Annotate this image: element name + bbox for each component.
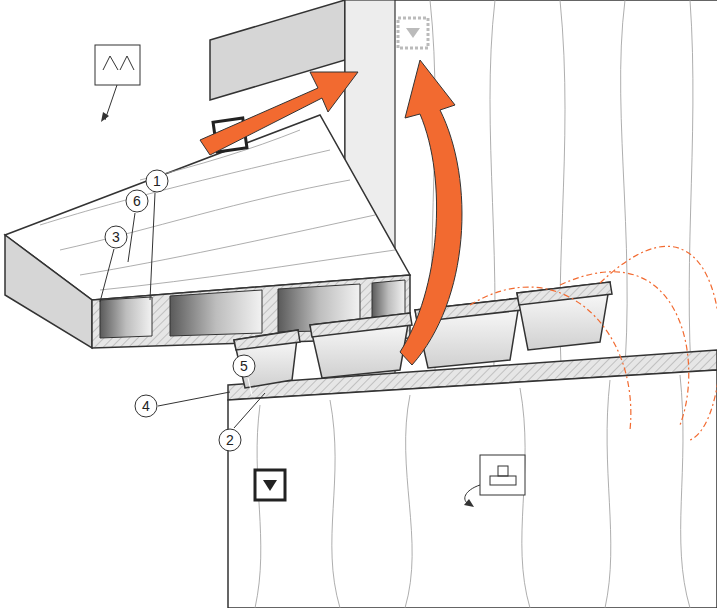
callout-number: 4 <box>135 395 157 417</box>
callout-number: 2 <box>219 429 241 451</box>
assembly-arrows <box>200 60 717 440</box>
callout-number: 1 <box>146 170 168 192</box>
pin-board <box>5 45 410 348</box>
socket-board <box>228 282 717 608</box>
callout-number: 6 <box>126 190 148 212</box>
callout-number: 3 <box>105 226 127 248</box>
callout-number: 5 <box>233 355 255 377</box>
callout-leaders <box>100 170 265 451</box>
